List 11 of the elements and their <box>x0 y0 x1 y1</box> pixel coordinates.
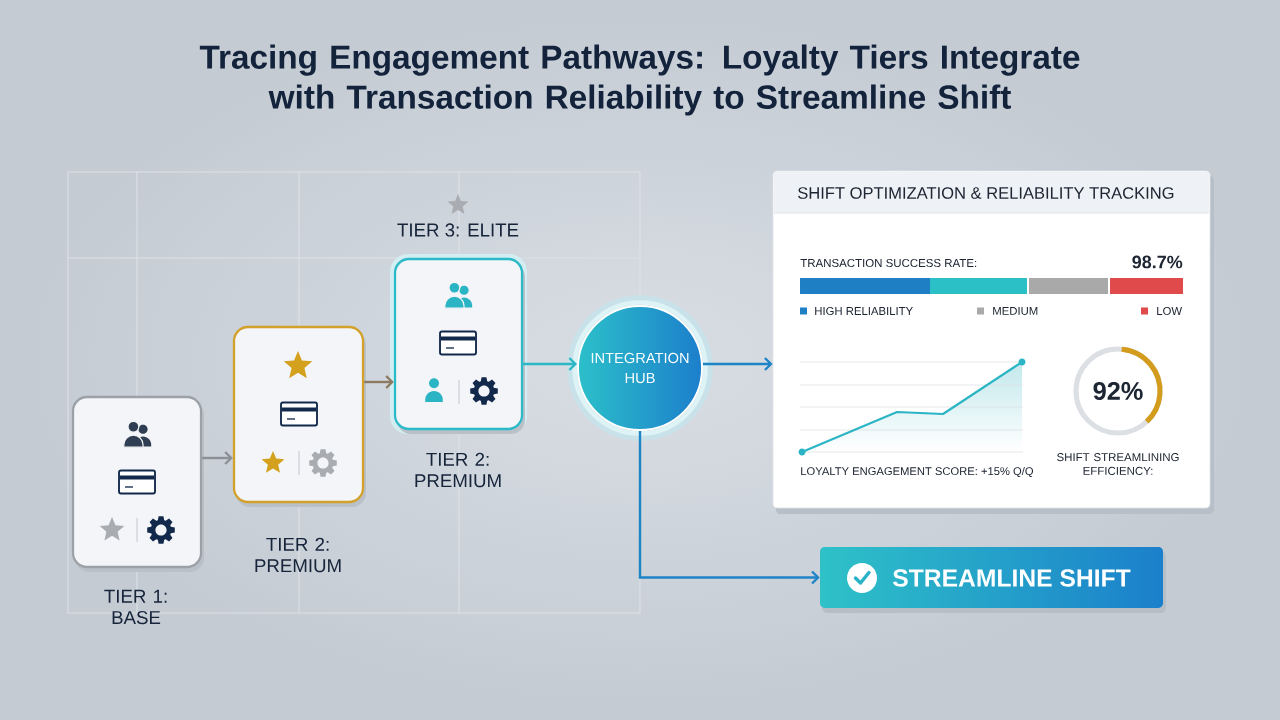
arrow <box>638 430 820 585</box>
arrow <box>523 357 578 371</box>
title: Tracing Engagement Pathways: Loyalty Tiers Integrate with Transaction Reliability to Streamline Shift <box>199 44 1080 116</box>
arrow <box>202 451 233 465</box>
arrow <box>364 375 394 389</box>
tier-label: TIER 3: ELITE <box>397 223 519 237</box>
arrow <box>702 357 773 371</box>
tier-label: TIER 2: PREMIUM <box>415 452 501 488</box>
tier-label: TIER 2: PREMIUM <box>255 537 341 573</box>
action-button: STREAMLINE SHIFT <box>820 547 1166 613</box>
tier-label: TIER 1: BASE <box>104 589 167 625</box>
